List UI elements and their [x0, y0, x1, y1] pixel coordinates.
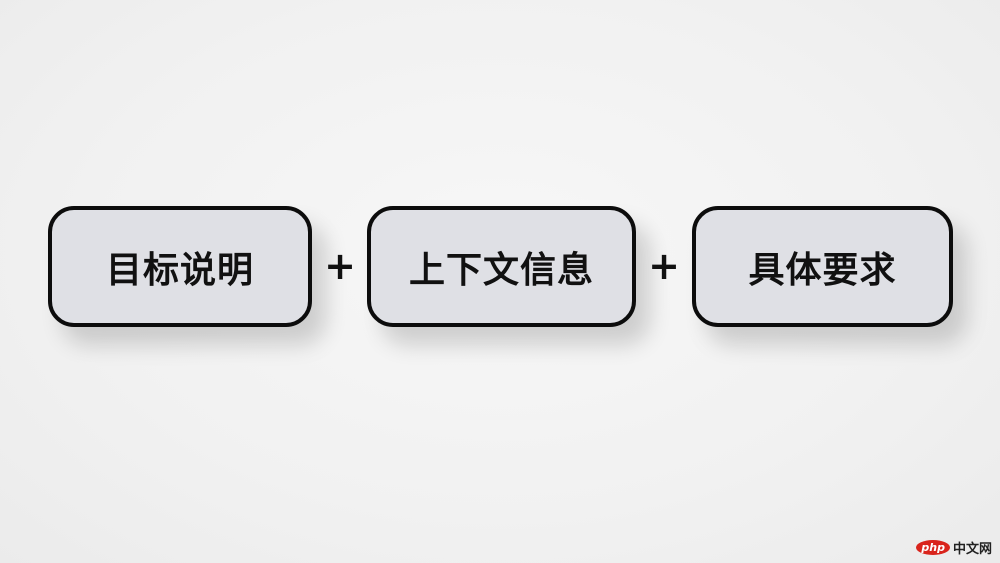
watermark-text: 中文网: [952, 542, 992, 557]
plus-operator: +: [324, 244, 356, 288]
block-context-info: 上下文信息: [367, 206, 636, 327]
php-logo-icon: php: [916, 540, 950, 555]
plus-operator: +: [648, 244, 680, 288]
block-label: 上下文信息: [408, 249, 594, 291]
block-goal-description: 目标说明: [48, 206, 312, 327]
watermark: php 中文网: [916, 538, 992, 557]
block-label: 目标说明: [105, 249, 254, 291]
block-label: 具体要求: [748, 249, 897, 291]
block-specific-requirements: 具体要求: [692, 206, 953, 327]
